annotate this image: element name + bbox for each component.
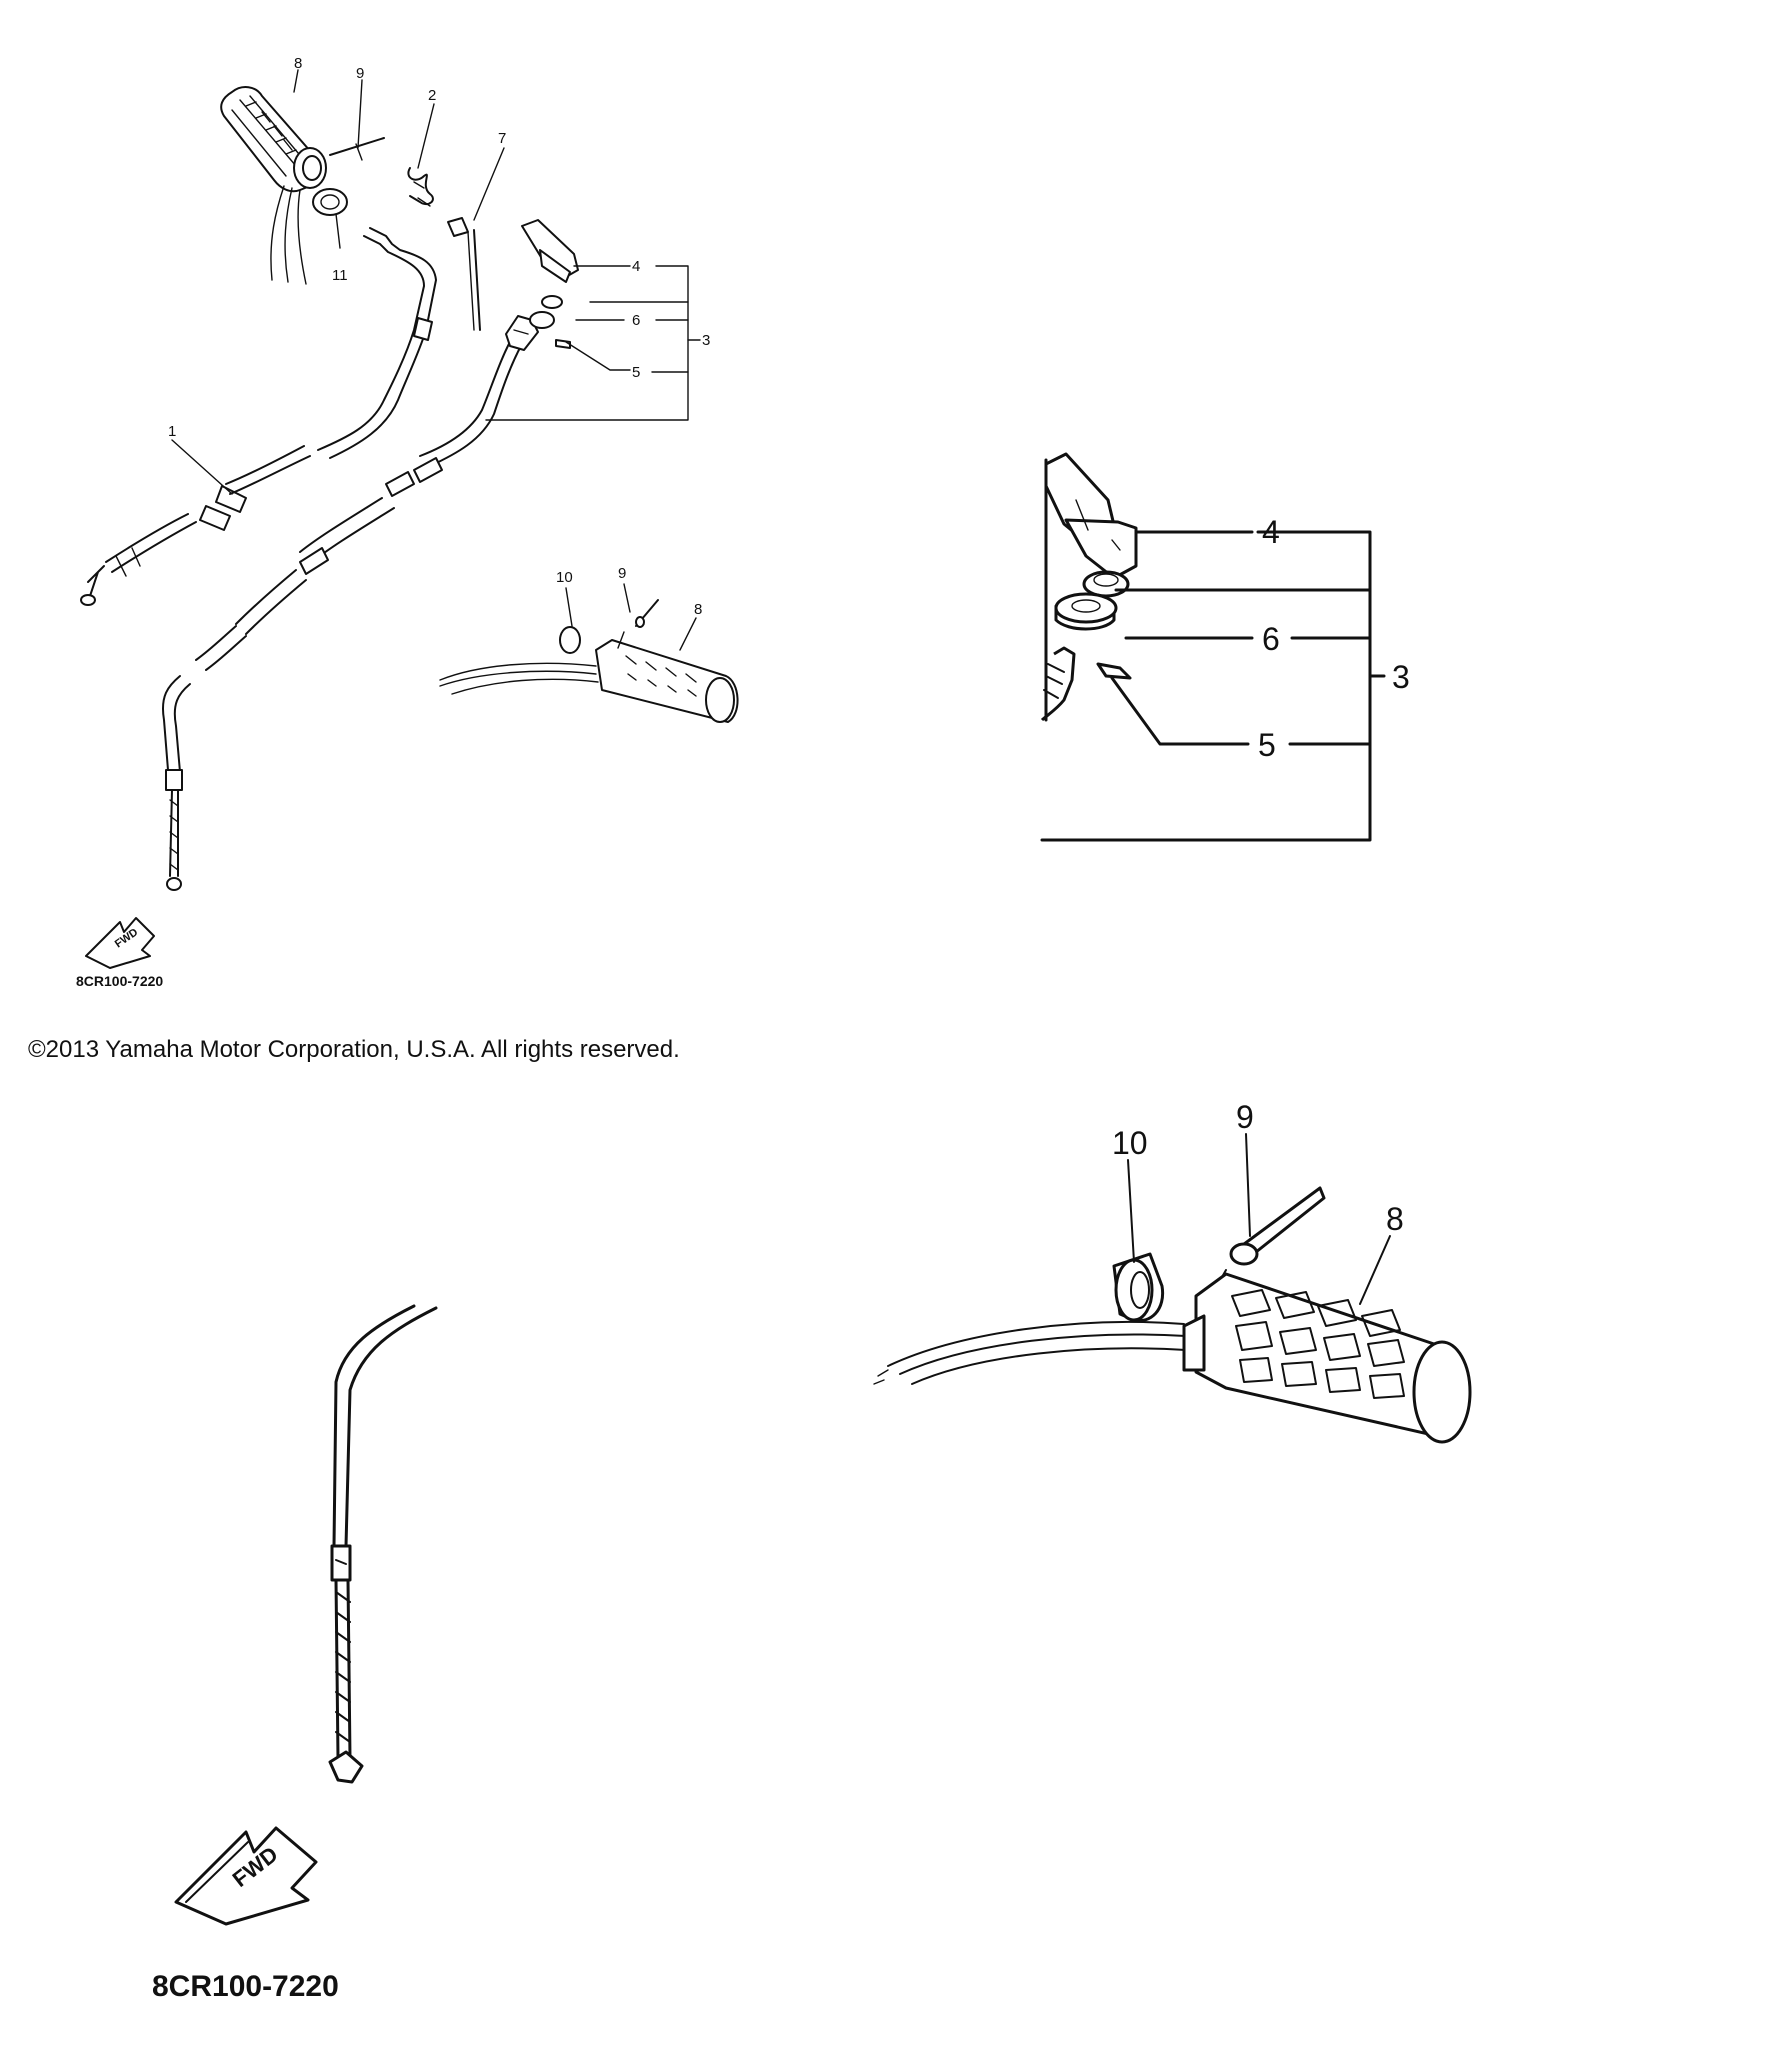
callout-7: 7 bbox=[498, 130, 506, 147]
callout-5-detail: 5 bbox=[1258, 727, 1276, 763]
copyright-notice: ©2013 Yamaha Motor Corporation, U.S.A. A… bbox=[28, 1036, 680, 1063]
callout-bracket-3-overview bbox=[485, 265, 701, 421]
cable-end-detail: FWD 8CR100-7220 bbox=[152, 1304, 438, 2003]
callout-3-detail: 3 bbox=[1392, 659, 1410, 695]
lever-cable bbox=[162, 315, 539, 891]
callout-10-detail: 10 bbox=[1112, 1125, 1148, 1161]
right-grip-overview bbox=[439, 599, 739, 723]
callout-10-overview: 10 bbox=[556, 569, 573, 586]
callout-8-overview-lower: 8 bbox=[694, 601, 702, 618]
callout-6-overview: 6 bbox=[632, 312, 640, 329]
callout-3-overview: 3 bbox=[702, 332, 710, 349]
callout-6-detail: 6 bbox=[1262, 621, 1280, 657]
callout-5-overview: 5 bbox=[632, 364, 640, 381]
callout-4-overview: 4 bbox=[632, 258, 640, 275]
callout-9-top: 9 bbox=[356, 65, 364, 82]
switch-parts-overview bbox=[521, 219, 579, 349]
fwd-arrow-large: FWD bbox=[174, 1826, 318, 1926]
diagram-code-small: 8CR100-7220 bbox=[76, 973, 163, 989]
callout-9-overview-lower: 9 bbox=[618, 565, 626, 582]
grip-detail: 10 9 8 bbox=[873, 1099, 1472, 1444]
diagram-code-large: 8CR100-7220 bbox=[152, 1970, 339, 2003]
fwd-arrow-small: FWD bbox=[85, 917, 155, 969]
overview-diagram: FWD 8CR100-7220 8 9 2 7 11 4 6 5 3 1 10 … bbox=[76, 55, 739, 989]
callout-9-detail: 9 bbox=[1236, 1099, 1254, 1135]
callout-2: 2 bbox=[428, 87, 436, 104]
callout-8-detail: 8 bbox=[1386, 1201, 1404, 1237]
callout-1: 1 bbox=[168, 423, 176, 440]
left-grip-assembly bbox=[220, 86, 481, 331]
switch-detail: 4 6 5 3 bbox=[1040, 452, 1410, 842]
callout-4-detail: 4 bbox=[1262, 514, 1280, 550]
callout-11: 11 bbox=[332, 267, 348, 284]
callout-8-top: 8 bbox=[294, 55, 302, 72]
throttle-cable-1 bbox=[80, 227, 437, 606]
